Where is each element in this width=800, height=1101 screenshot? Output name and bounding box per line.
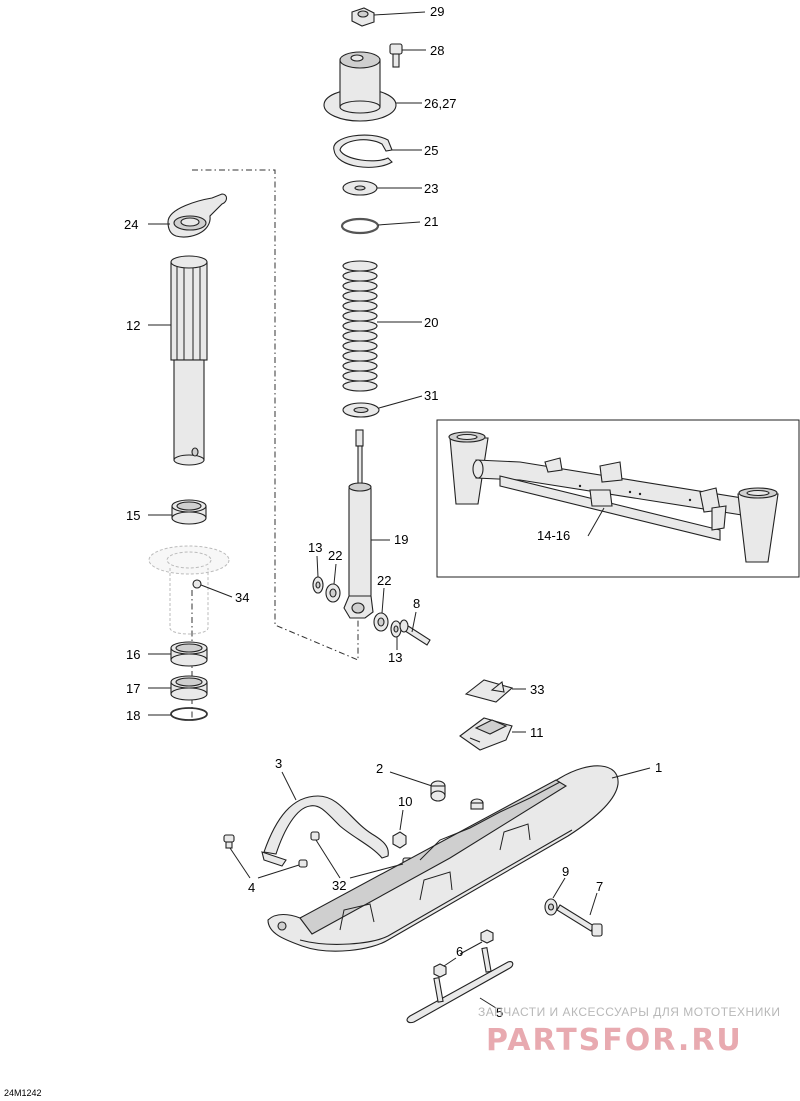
part-11-pad [459, 717, 513, 751]
part-24-steering-arm [167, 193, 228, 238]
part-6-nut-a [480, 929, 494, 944]
part-34-housing-outline [148, 545, 230, 635]
callout-32: 32 [332, 878, 346, 893]
part-2-bushing [430, 780, 446, 802]
callout-26-27: 26,27 [424, 96, 457, 111]
callout-12: 12 [126, 318, 140, 333]
callout-14-16: 14-16 [537, 528, 570, 543]
part-13-washer-left [312, 576, 324, 594]
part-28-bolt [389, 43, 403, 68]
part-6-nut-b [433, 963, 447, 978]
leader-22a [333, 563, 337, 585]
part-14-16-axle-tube [448, 431, 779, 563]
part-31-washer [342, 402, 380, 418]
part-19-shock-absorber [343, 429, 374, 619]
leader-10 [399, 809, 404, 831]
part-8-bolt [399, 619, 431, 646]
callout-9: 9 [562, 864, 569, 879]
leader-5 [479, 997, 497, 1009]
callout-2: 2 [376, 761, 383, 776]
leader-32a [315, 839, 341, 879]
part-32-bolt-a [310, 831, 320, 841]
leader-2 [389, 771, 433, 787]
leader-29 [373, 11, 426, 16]
part-23-washer [342, 180, 378, 196]
callout-33: 33 [530, 682, 544, 697]
callout-5: 5 [496, 1005, 503, 1020]
callout-13-lower: 13 [388, 650, 402, 665]
part-1-ski [267, 765, 619, 952]
leader-7 [589, 892, 598, 916]
watermark-brand: PARTSFOR.RU [486, 1023, 743, 1058]
callout-34: 34 [235, 590, 249, 605]
callout-20: 20 [424, 315, 438, 330]
callout-11: 11 [530, 725, 544, 740]
part-5-ski-runner [406, 947, 514, 1024]
callout-29: 29 [430, 4, 444, 19]
part-3-ski-handle [261, 795, 389, 867]
callout-28: 28 [430, 43, 444, 58]
part-22-bushing-right [373, 612, 389, 632]
leader-31 [378, 395, 423, 409]
callout-4: 4 [248, 880, 255, 895]
part-26-27-spring-cap [323, 51, 397, 122]
part-4-bolt-left [223, 834, 235, 849]
callout-25: 25 [424, 143, 438, 158]
part-4-bolt-right [298, 859, 308, 868]
part-33-plate [464, 679, 514, 703]
part-9-washer [544, 898, 558, 916]
part-12-steering-shaft [170, 255, 208, 466]
callout-16: 16 [126, 647, 140, 662]
part-21-snap-ring [340, 217, 380, 235]
callout-22-right: 22 [377, 573, 391, 588]
leader-4b [257, 864, 300, 879]
alignment-dashed-line [192, 169, 359, 661]
leader-1 [611, 767, 651, 779]
leader-32b [349, 863, 404, 879]
diagram-code: 24M1242 [4, 1088, 42, 1098]
callout-19: 19 [394, 532, 408, 547]
part-16-bushing [170, 641, 208, 667]
callout-7: 7 [596, 879, 603, 894]
leader-21 [377, 221, 421, 226]
leader-22b [381, 587, 385, 614]
leader-6b [443, 957, 457, 967]
part-17-bushing [170, 675, 208, 701]
callout-8: 8 [413, 596, 420, 611]
part-25-retaining-clip [333, 134, 393, 168]
leader-4a [229, 847, 251, 879]
callout-10: 10 [398, 794, 412, 809]
callout-3: 3 [275, 756, 282, 771]
part-20-coil-spring [342, 260, 378, 392]
callout-22-left: 22 [328, 548, 342, 563]
callout-21: 21 [424, 214, 438, 229]
part-10-nut [392, 831, 407, 849]
part-22-bushing-left [325, 583, 341, 603]
leader-3 [281, 771, 297, 801]
leader-14-16 [587, 507, 605, 537]
part-15-bushing [171, 499, 207, 525]
part-7-bolt [556, 904, 603, 937]
part-29-nut [351, 7, 375, 27]
callout-6: 6 [456, 944, 463, 959]
leader-6a [459, 941, 483, 955]
leader-13a [316, 555, 319, 578]
callout-24: 24 [124, 217, 138, 232]
callout-1: 1 [655, 760, 662, 775]
leader-9 [552, 877, 566, 899]
leader-34 [200, 584, 233, 598]
callout-13-upper: 13 [308, 540, 322, 555]
part-13-washer-right [390, 620, 402, 638]
callout-15: 15 [126, 508, 140, 523]
callout-17: 17 [126, 681, 140, 696]
watermark-tagline: ЗАПЧАСТИ И АКСЕССУАРЫ ДЛЯ МОТОТЕХНИКИ [478, 1005, 780, 1019]
leader-8 [411, 611, 417, 633]
part-bushing-small [470, 798, 484, 810]
callout-23: 23 [424, 181, 438, 196]
callout-18: 18 [126, 708, 140, 723]
part-18-circlip [170, 707, 208, 721]
callout-31: 31 [424, 388, 438, 403]
